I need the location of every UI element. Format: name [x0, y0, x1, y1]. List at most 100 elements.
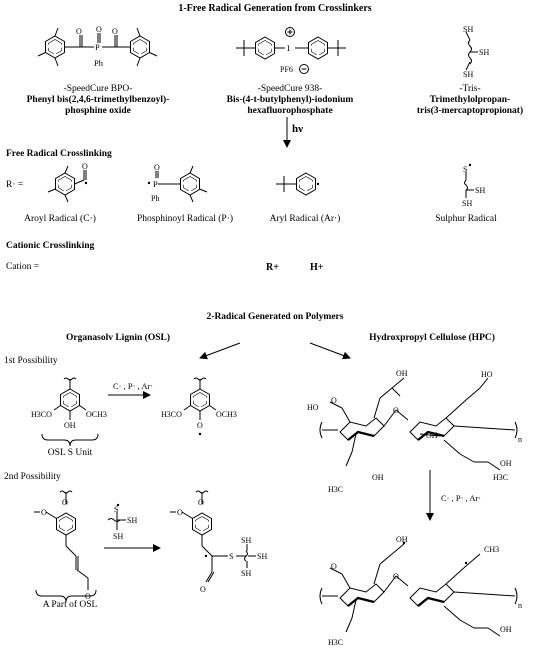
cation-h-plus: H+	[310, 262, 324, 273]
phosphinoyl-ph-label: Ph	[151, 194, 159, 203]
svg-text:I: I	[287, 43, 290, 53]
hpc-radical-o-1: O	[331, 562, 337, 571]
hpc-ho-1: HO	[307, 403, 319, 412]
osl-product-o-methoxy: O	[177, 508, 183, 517]
tris-trade-name: -Tris-	[459, 84, 481, 94]
pf6-label: PF6	[280, 65, 293, 74]
hpc-o-1: O	[331, 396, 337, 405]
iodonium-name-line2: hexafluorophosphate	[247, 106, 333, 116]
osl-part-label: A Part of OSL	[42, 600, 98, 610]
section1-title: 1-Free Radical Generation from Crosslink…	[178, 3, 372, 14]
osl-part-o-top: O	[62, 498, 68, 507]
ph-label: Ph	[94, 58, 104, 68]
iodonium-name-line1: Bis-(4-t-butylphenyl)-iodonium	[226, 95, 354, 105]
osl-oh: OH	[64, 421, 76, 430]
svg-text:P: P	[153, 179, 158, 189]
tris-name-line1: Trimethylolpropan-	[429, 95, 511, 105]
svg-text:S: S	[229, 552, 233, 561]
hpc-branch-arrow	[309, 342, 351, 360]
osl-h3co: H3CO	[31, 410, 52, 419]
hpc-o-glycosidic: O	[393, 406, 399, 415]
svg-text:O: O	[96, 25, 102, 34]
hpc-radical-ch3: CH3	[484, 545, 499, 554]
osl-title: Organasolv Lignin (OSL)	[66, 333, 170, 343]
sulphur-sh-bottom: SH	[462, 199, 472, 208]
osl-product-sh-right: SH	[257, 552, 267, 561]
hpc-n: n	[518, 435, 522, 444]
hpc-title: Hydroxpropyl Cellulose (HPC)	[369, 333, 495, 343]
bpo-trade-name: -SpeedCure BPO-	[63, 84, 133, 94]
r-dot-label: R· =	[6, 180, 24, 190]
osl-radical-structure	[183, 377, 217, 420]
thiol-reagent-structure	[107, 512, 126, 530]
possibility-1-label: 1st Possibility	[4, 356, 58, 366]
reagents-label-osl: C· , P· , Ar·	[113, 381, 154, 391]
hpc-radical-oh-1: OH	[396, 535, 408, 544]
osl-part-o-methoxy: O	[41, 508, 47, 517]
hpc-h3c-2: H3C	[493, 473, 508, 482]
osl-radical-och3: OCH3	[216, 410, 237, 419]
osl-s-unit-structure	[41, 377, 99, 447]
svg-text:S: S	[463, 165, 467, 174]
osl-och3: OCH3	[86, 410, 107, 419]
tris-structure	[465, 31, 478, 71]
osl-radical-o: O	[197, 421, 203, 430]
reagents-label-hpc: C· , P· , Ar·	[441, 493, 482, 503]
svg-text:O: O	[112, 27, 118, 36]
bpo-name-line1: Phenyl bis(2,4,6-trimethylbenzoyl)-	[26, 95, 170, 105]
osl-product-o-top: O	[198, 498, 204, 507]
iodonium-trade-name: -SpeedCure 938-	[257, 84, 323, 94]
osl-branch-arrow	[199, 342, 241, 360]
tris-sh-mid: SH	[479, 48, 489, 57]
hpc-oh-4: OH	[500, 459, 512, 468]
sulphur-sh-mid: SH	[475, 186, 485, 195]
hpc-radical-oh-2: OH	[500, 625, 512, 634]
osl-product-sh-bottom: SH	[241, 569, 251, 578]
svg-text:O: O	[154, 163, 160, 172]
thiol-reagent-sh-2: SH	[113, 532, 123, 541]
hv-label: hν	[292, 123, 304, 135]
osl-radical-h3co: H3CO	[161, 410, 182, 419]
tris-sh-bottom: SH	[463, 70, 473, 79]
osl-s-unit-label: OSL S Unit	[47, 448, 93, 458]
hpc-radical-n: n	[518, 601, 522, 610]
svg-text:O: O	[82, 162, 88, 171]
hpc-radical-structure	[319, 543, 518, 637]
osl-part-o-aldehyde: O	[85, 592, 91, 601]
svg-text:P: P	[95, 42, 100, 52]
thiol-reagent-sh-1: SH	[127, 516, 137, 525]
aroyl-radical-structure	[47, 165, 87, 203]
phosphinoyl-radical-structure	[155, 165, 208, 203]
hpc-structure	[319, 377, 518, 471]
bpo-structure	[37, 27, 158, 67]
osl-product-o-aldehyde: O	[200, 585, 206, 594]
hpc-ho-2: HO	[481, 370, 493, 379]
bpo-name-line2: phosphine oxide	[65, 106, 131, 116]
hpc-oh-3: OH	[372, 473, 384, 482]
cationic-title: Cationic Crosslinking	[6, 241, 95, 251]
cation-r-plus: R+	[266, 262, 279, 273]
hpc-oh-2: OH	[426, 431, 438, 440]
osl-part-structure	[34, 490, 97, 603]
aroyl-radical-label: Aroyl Radical (C·)	[24, 214, 96, 224]
sulphur-radical-label: Sulphur Radical	[435, 214, 497, 224]
svg-text:S: S	[114, 505, 118, 514]
hpc-radical-h3c: H3C	[328, 638, 343, 647]
tris-sh-top: SH	[463, 25, 473, 34]
iodonium-structure	[236, 27, 346, 74]
cation-label: Cation =	[6, 262, 40, 272]
free-radical-title: Free Radical Crosslinking	[6, 149, 112, 159]
svg-text:O: O	[76, 27, 82, 36]
osl-product-sh-top: SH	[241, 536, 251, 545]
possibility-2-label: 2nd Possibility	[4, 472, 61, 482]
sulphur-radical-structure	[464, 172, 474, 198]
hpc-h3c-1: H3C	[328, 485, 343, 494]
osl-product-structure	[170, 490, 256, 583]
tris-name-line2: tris(3-mercaptopropionat)	[416, 106, 524, 116]
phosphinoyl-radical-label: Phosphinoyl Radical (P·)	[136, 214, 234, 224]
hpc-oh-1: OH	[396, 369, 408, 378]
aryl-radical-label: Aryl Radical (Ar·)	[269, 214, 341, 224]
section2-title: 2-Radical Generated on Polymers	[206, 312, 344, 322]
aryl-radical-structure	[276, 172, 316, 196]
